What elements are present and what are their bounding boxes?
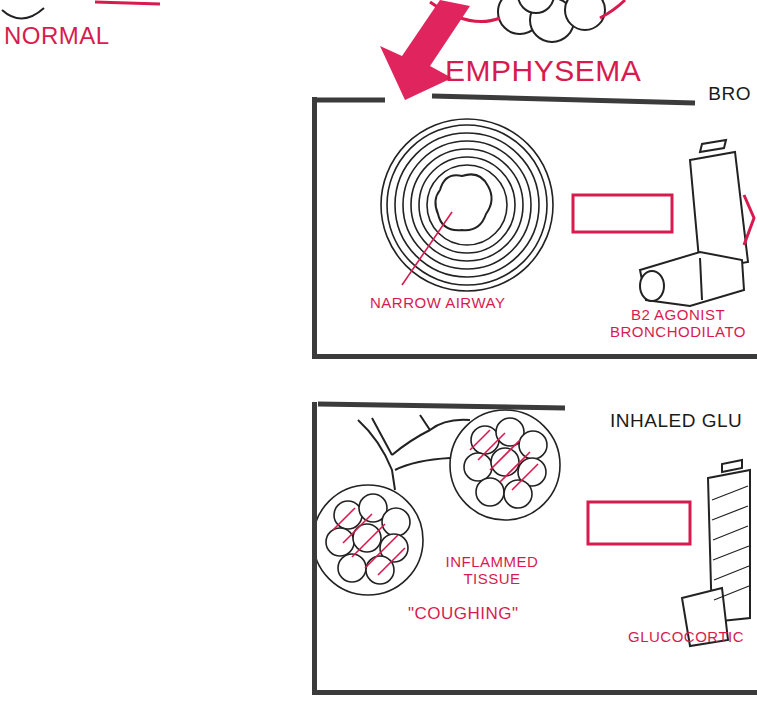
normal-fragment [2,8,44,19]
text-label: GLUCOCORTIC [628,628,744,645]
text-label: INFLAMMED TISSUE [432,553,552,588]
text-label: NARROW AIRWAY [370,294,505,311]
panel-heading: BRO [706,83,753,105]
text-label: EMPHYSEMA [445,54,641,89]
text-label: "COUGHING" [408,604,519,624]
equals-box [588,502,690,544]
inhaler-hatch [712,486,749,600]
equals-box [573,195,672,232]
panel-border [318,404,565,408]
alveoli-cluster [313,410,560,595]
text-label: NORMAL [4,22,110,50]
pink-curve [600,0,625,18]
pink-stroke [95,2,160,4]
alveoli-fragment [498,0,605,42]
panel-heading: INHALED GLU [608,410,744,432]
panel-box: INHALED GLU [312,402,757,695]
text-label: B2 AGONIST BRONCHODILATO [603,306,753,341]
leader-line [402,212,452,285]
airway-section [381,119,553,291]
panel-border [315,96,695,103]
inhaler [640,140,748,306]
pink-stroke [744,195,754,245]
inhaler [682,460,750,646]
